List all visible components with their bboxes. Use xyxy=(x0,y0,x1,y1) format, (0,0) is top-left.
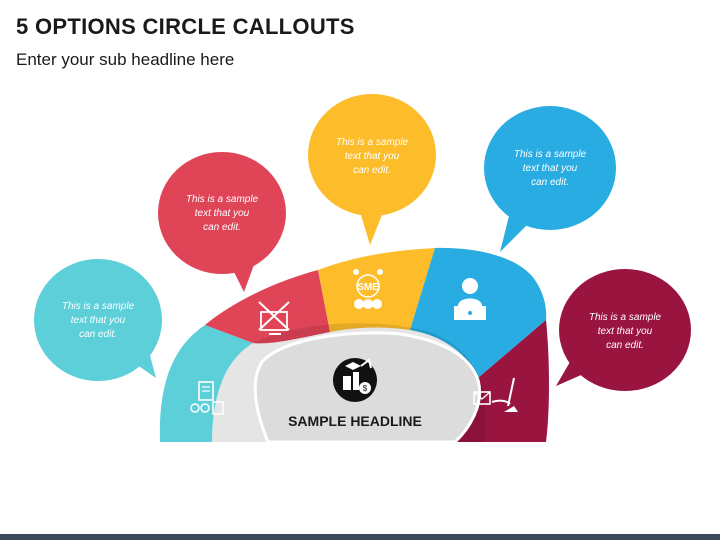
page-subtitle: Enter your sub headline here xyxy=(16,50,235,69)
callout-bubble-1[interactable]: This is a sample text that you can edit. xyxy=(34,259,162,381)
bottom-bar xyxy=(0,534,720,540)
svg-text:$: $ xyxy=(363,384,368,393)
callout-5-line-2: text that you xyxy=(598,326,653,337)
callout-3-line-2: text that you xyxy=(345,151,400,162)
callout-2-line-2: text that you xyxy=(195,208,250,219)
callout-4-line-1: This is a sample xyxy=(514,149,587,160)
callout-1-line-1: This is a sample xyxy=(62,301,135,312)
callout-bubble-2[interactable]: This is a sample text that you can edit. xyxy=(158,152,286,292)
callout-3-line-3: can edit. xyxy=(353,165,391,176)
arc-segment-3[interactable] xyxy=(318,248,435,332)
page-title: 5 OPTIONS CIRCLE CALLOUTS xyxy=(16,14,355,39)
email-hand-icon xyxy=(473,377,518,412)
callout-bubble-5[interactable]: This is a sample text that you can edit. xyxy=(556,269,691,391)
callout-4-line-2: text that you xyxy=(523,163,578,174)
arc-segment-1[interactable] xyxy=(159,325,253,442)
sme-gears-icon: SME xyxy=(353,269,383,309)
callout-5-line-1: This is a sample xyxy=(589,312,662,323)
callout-2-line-1: This is a sample xyxy=(186,194,259,205)
callout-1-line-2: text that you xyxy=(71,315,126,326)
center-headline: SAMPLE HEADLINE xyxy=(288,413,422,429)
callout-3-line-1: This is a sample xyxy=(336,137,409,148)
graduate-growth-icon: $ xyxy=(333,358,377,402)
person-laptop-icon xyxy=(454,278,486,320)
callout-5-line-3: can edit. xyxy=(606,340,644,351)
callout-1-line-3: can edit. xyxy=(79,329,117,340)
callout-bubble-3[interactable]: This is a sample text that you can edit. xyxy=(308,94,436,245)
svg-text:SME: SME xyxy=(357,282,379,293)
callout-4-line-3: can edit. xyxy=(531,177,569,188)
arc-segment-2[interactable] xyxy=(205,270,330,344)
callout-bubble-4[interactable]: This is a sample text that you can edit. xyxy=(484,106,616,252)
documents-coins-icon xyxy=(190,381,224,415)
tools-monitor-icon xyxy=(258,301,290,335)
callout-2-line-3: can edit. xyxy=(203,222,241,233)
